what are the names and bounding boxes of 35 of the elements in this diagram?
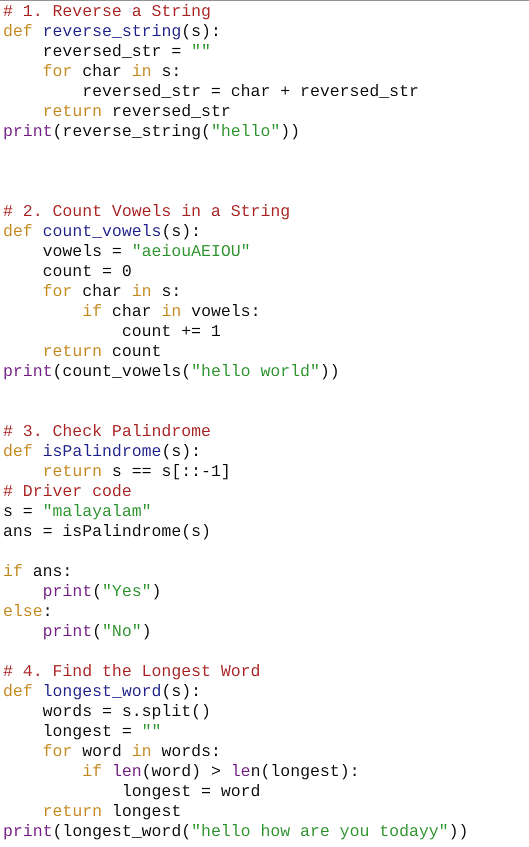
code-line: words = s.split() bbox=[42, 702, 211, 722]
code-comment: # 4. Find the Longest Word bbox=[3, 662, 260, 682]
code-line: for word in words: bbox=[42, 742, 221, 762]
code-line: def reverse_string(s): bbox=[3, 22, 221, 42]
code-comment: # 1. Reverse a String bbox=[3, 2, 211, 22]
code-line: s = "malayalam" bbox=[3, 502, 152, 522]
code-line: if ans: bbox=[3, 562, 72, 582]
code-line: def longest_word(s): bbox=[3, 682, 202, 702]
code-comment: # 3. Check Palindrome bbox=[3, 422, 211, 442]
code-line: print(longest_word("hello how are you todayy")) bbox=[3, 822, 468, 842]
code-line: for char in s: bbox=[42, 282, 182, 302]
code-line: else: bbox=[3, 602, 53, 622]
code-line: count += 1 bbox=[120, 322, 221, 342]
code-line: print(reverse_string("hello")) bbox=[3, 122, 300, 142]
code-line: if char in vowels: bbox=[81, 302, 260, 322]
code-line: return s == s[::-1] bbox=[42, 462, 231, 482]
code-line: longest = word bbox=[120, 782, 260, 802]
code-comment: # 2. Count Vowels in a String bbox=[3, 202, 290, 222]
code-line: vowels = "aeiouAEIOU" bbox=[42, 242, 251, 262]
code-line: for char in s: bbox=[42, 62, 182, 82]
code-line: def count_vowels(s): bbox=[3, 222, 202, 242]
code-line: reversed_str = "" bbox=[42, 42, 211, 62]
code-line: def isPalindrome(s): bbox=[3, 442, 202, 462]
code-line: reversed_str = char + reversed_str bbox=[81, 82, 419, 102]
code-line: print("Yes") bbox=[42, 582, 162, 602]
code-line: longest = "" bbox=[42, 722, 162, 742]
code-line: print("No") bbox=[42, 622, 152, 642]
code-line: if len(word) > len(longest): bbox=[81, 762, 360, 782]
code-comment: # Driver code bbox=[3, 482, 132, 502]
code-line: ans = isPalindrome(s) bbox=[3, 522, 211, 542]
code-line: return reversed_str bbox=[42, 102, 231, 122]
code-line: print(count_vowels("hello world")) bbox=[3, 362, 340, 382]
code-line: count = 0 bbox=[42, 262, 132, 282]
code-line: return count bbox=[42, 342, 162, 362]
code-line: return longest bbox=[42, 802, 182, 822]
